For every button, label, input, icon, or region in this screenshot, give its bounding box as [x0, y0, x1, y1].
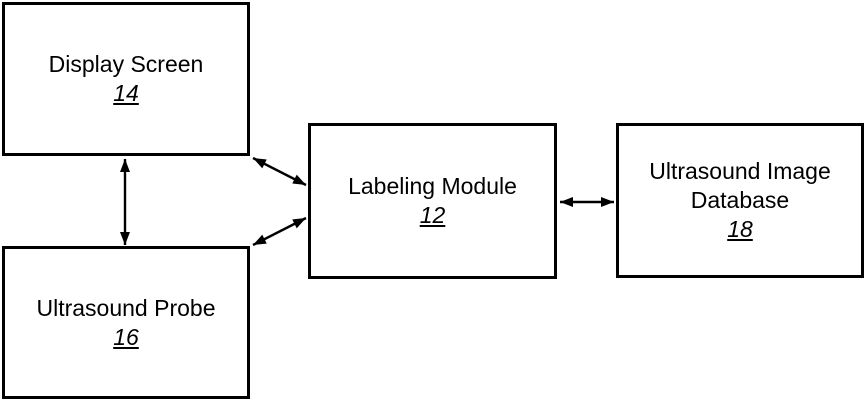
ultrasound-probe-ref-numeral: 16 [113, 323, 139, 350]
arrow-probe-to-labeling [252, 216, 307, 247]
ultrasound-probe-box: Ultrasound Probe 16 [2, 246, 250, 399]
ultrasound-image-database-label: Ultrasound Image Database [649, 158, 831, 213]
ultrasound-probe-label: Ultrasound Probe [36, 294, 216, 321]
display-screen-label: Display Screen [48, 51, 204, 77]
labeling-module-label: Labeling Module [348, 173, 517, 199]
labeling-module-ref-numeral: 12 [419, 202, 446, 228]
ultrasound-image-database-box: Ultrasound Image Database 18 [616, 123, 864, 278]
display-screen-ref-numeral: 14 [113, 80, 139, 106]
labeling-module-box: Labeling Module 12 [308, 123, 557, 279]
ultrasound-image-database-ref-numeral: 18 [727, 216, 753, 242]
arrow-display-to-labeling [252, 156, 307, 187]
display-screen-box: Display Screen 14 [2, 2, 250, 156]
